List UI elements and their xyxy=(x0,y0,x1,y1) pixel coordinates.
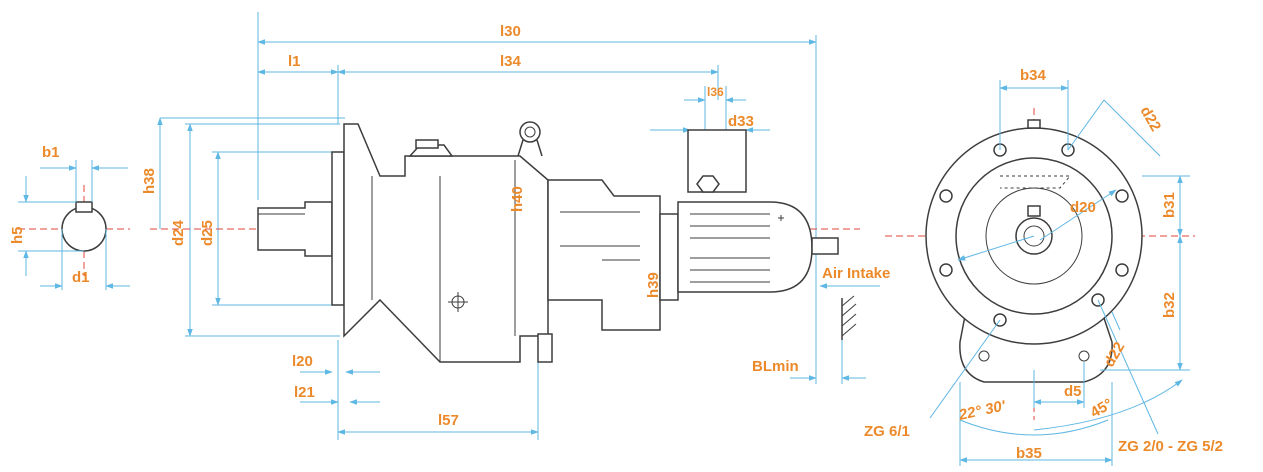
zg-6-1-leader xyxy=(929,319,1001,419)
h39-label: h39 xyxy=(645,272,662,298)
motor-adapter xyxy=(659,213,679,301)
b1-label: b1 xyxy=(42,144,60,161)
output-flange xyxy=(331,151,345,306)
motor-cooling-fins xyxy=(690,213,770,283)
side-view: l30 l1 l34 l36 d33 h38 d24 d25 h40 h39 l… xyxy=(141,12,890,440)
shaft-key xyxy=(75,201,93,213)
top-breather xyxy=(1027,119,1041,129)
l20-label: l20 xyxy=(292,353,313,370)
d5-label: d5 xyxy=(1064,383,1082,400)
zg-2-0-5-2-label: ZG 2/0 - ZG 5/2 xyxy=(1118,438,1223,455)
d25-label: d25 xyxy=(199,220,216,246)
d20-label: d20 xyxy=(1070,199,1096,216)
shaft-bore xyxy=(1023,225,1045,247)
d22-bottom-leader xyxy=(1111,311,1121,331)
lifting-eye xyxy=(519,121,541,143)
angle-22-30-arc xyxy=(959,419,1109,436)
air-intake-label: Air Intake xyxy=(822,265,890,282)
front-view: b34 d22 d20 b31 b32 d22 d5 45° 22° 30' b… xyxy=(864,67,1223,466)
d24-label: d24 xyxy=(170,219,187,246)
front-shaft-key xyxy=(1027,205,1041,217)
motor-shaft-end xyxy=(811,237,839,255)
h40-label: h40 xyxy=(509,186,526,212)
gear-housing xyxy=(343,123,549,363)
blmin-label: BLmin xyxy=(752,358,799,375)
spigot xyxy=(985,187,1083,285)
d1-label: d1 xyxy=(72,269,90,286)
h38-label: h38 xyxy=(141,168,158,194)
l36-label: l36 xyxy=(707,85,724,99)
l30-label: l30 xyxy=(500,23,521,40)
breather-cap xyxy=(415,139,439,149)
d33-label: d33 xyxy=(728,113,754,130)
lifting-eye-stem xyxy=(517,139,543,157)
d20-dimension-left xyxy=(957,235,1035,261)
d22-top-ext xyxy=(1067,99,1105,151)
l34-label: l34 xyxy=(500,53,522,70)
b35-label: b35 xyxy=(1016,445,1042,462)
b31-label: b31 xyxy=(1161,192,1178,218)
b34-label: b34 xyxy=(1020,67,1047,84)
angle-22-30-label: 22° 30' xyxy=(956,397,1007,424)
l57-label: l57 xyxy=(438,412,459,429)
d20-dimension xyxy=(1039,189,1117,241)
d22-top-label: d22 xyxy=(1137,104,1165,135)
lifting-eye-hole xyxy=(524,126,536,138)
l21-label: l21 xyxy=(294,384,315,401)
zg-2-0-leader xyxy=(1097,299,1159,435)
angle-45-label: 45° xyxy=(1088,395,1116,421)
d22-top-leader xyxy=(1103,99,1161,157)
foot-hole-right xyxy=(1078,350,1090,362)
l1-label: l1 xyxy=(288,53,301,70)
wall-hatch xyxy=(841,295,857,340)
h5-label: h5 xyxy=(9,226,26,244)
shaft-key-view: b1 h5 d1 xyxy=(9,144,130,290)
b32-label: b32 xyxy=(1161,292,1178,318)
foot-hole-left xyxy=(978,350,990,362)
angle-45-arc xyxy=(1033,379,1183,431)
zg-6-1-label: ZG 6/1 xyxy=(864,423,910,440)
intermediate-stage xyxy=(547,179,661,331)
motor-body xyxy=(677,201,813,293)
flange-inner xyxy=(955,157,1113,315)
internal-hidden-line xyxy=(1000,175,1072,189)
terminal-box xyxy=(687,129,747,193)
cable-gland xyxy=(696,175,720,193)
output-shaft xyxy=(257,201,333,257)
drain-plug xyxy=(537,333,553,363)
shaft-circle xyxy=(61,206,107,252)
